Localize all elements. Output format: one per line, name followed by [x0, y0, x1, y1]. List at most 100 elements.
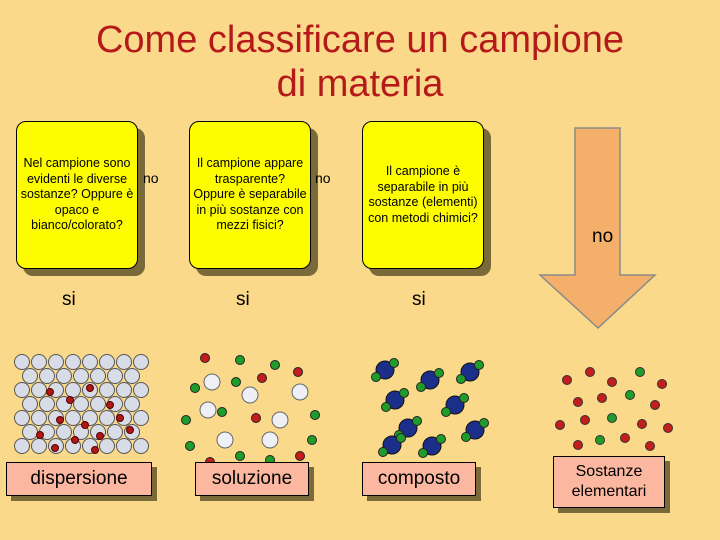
particle [90, 396, 106, 412]
particle [133, 382, 149, 398]
question-box-3: Il campione è separabile in più sostanze… [362, 121, 484, 269]
particle [241, 386, 259, 404]
particle [398, 418, 418, 438]
particle [65, 382, 81, 398]
particle [116, 438, 132, 454]
particle [307, 435, 317, 445]
particle [295, 451, 305, 461]
particle [190, 383, 200, 393]
particle [185, 441, 195, 451]
particle [645, 441, 655, 451]
particle [199, 401, 217, 419]
particle [396, 433, 406, 443]
element-particles [555, 367, 673, 451]
particle [31, 354, 47, 370]
title-line-1: Come classificare un campione [95, 19, 624, 61]
particle [36, 431, 44, 439]
particle [412, 416, 422, 426]
label-si-3: si [412, 289, 426, 310]
particle [657, 379, 667, 389]
particle [456, 374, 466, 384]
particle [22, 424, 38, 440]
particle [460, 362, 480, 382]
particle [107, 368, 123, 384]
particle [382, 435, 402, 455]
particle [14, 382, 30, 398]
particle [22, 368, 38, 384]
particle [99, 410, 115, 426]
particle [216, 431, 234, 449]
particle [434, 368, 444, 378]
answer-sostanze-elementari: Sostanze elementari [553, 456, 665, 508]
particle [595, 435, 605, 445]
particle [71, 436, 79, 444]
particle [418, 448, 428, 458]
particle [381, 402, 391, 412]
particle [56, 368, 72, 384]
particle [271, 411, 289, 429]
particle [116, 414, 124, 422]
particle [607, 377, 617, 387]
particle [445, 395, 465, 415]
particle [378, 447, 388, 457]
particle [31, 410, 47, 426]
particle [375, 360, 395, 380]
particle [597, 393, 607, 403]
arrow-no-shape [538, 127, 657, 330]
particle [461, 432, 471, 442]
particle [459, 393, 469, 403]
particle [126, 426, 134, 434]
particle [371, 372, 381, 382]
question-2-text: Il campione appare trasparente? Oppure è… [193, 156, 307, 233]
question-3-text: Il campione è separabile in più sostanze… [368, 164, 478, 225]
particle [261, 431, 279, 449]
particle [620, 433, 630, 443]
answer-dispersione: dispersione [6, 462, 152, 496]
particle [106, 401, 114, 409]
particle [14, 410, 30, 426]
particle [56, 424, 72, 440]
solution-particles [181, 353, 320, 467]
answer-composto-text: composto [377, 468, 461, 489]
particle [235, 355, 245, 365]
particle [555, 420, 565, 430]
particle [181, 415, 191, 425]
particle [65, 354, 81, 370]
particle [14, 438, 30, 454]
particle [124, 396, 140, 412]
particle [422, 436, 442, 456]
label-no-2: no [315, 170, 331, 186]
particle [91, 446, 99, 454]
compound-particles [371, 358, 489, 458]
particle [231, 377, 241, 387]
dispersion-particles [14, 354, 149, 454]
answer-dispersione-text: dispersione [30, 468, 128, 489]
particle [203, 373, 221, 391]
particle [217, 407, 227, 417]
answer-sostanze-line-2: elementari [571, 483, 647, 500]
particle [51, 444, 59, 452]
particle [474, 360, 484, 370]
particle [257, 373, 267, 383]
particle [479, 418, 489, 428]
particle [607, 413, 617, 423]
title-line-2: di materia [276, 63, 444, 105]
answer-sostanze-line-1: Sostanze [575, 463, 643, 480]
question-box-2: Il campione appare trasparente? Oppure è… [189, 121, 311, 269]
particle [124, 368, 140, 384]
particle [133, 354, 149, 370]
particle [293, 367, 303, 377]
particle [625, 390, 635, 400]
label-si-2: si [236, 289, 250, 310]
particle [99, 382, 115, 398]
particle [82, 354, 98, 370]
particle [389, 358, 399, 368]
particle [650, 400, 660, 410]
particle [107, 424, 123, 440]
particle [99, 354, 115, 370]
particle [96, 432, 104, 440]
particle [385, 390, 405, 410]
particle [663, 423, 673, 433]
particle [48, 354, 64, 370]
